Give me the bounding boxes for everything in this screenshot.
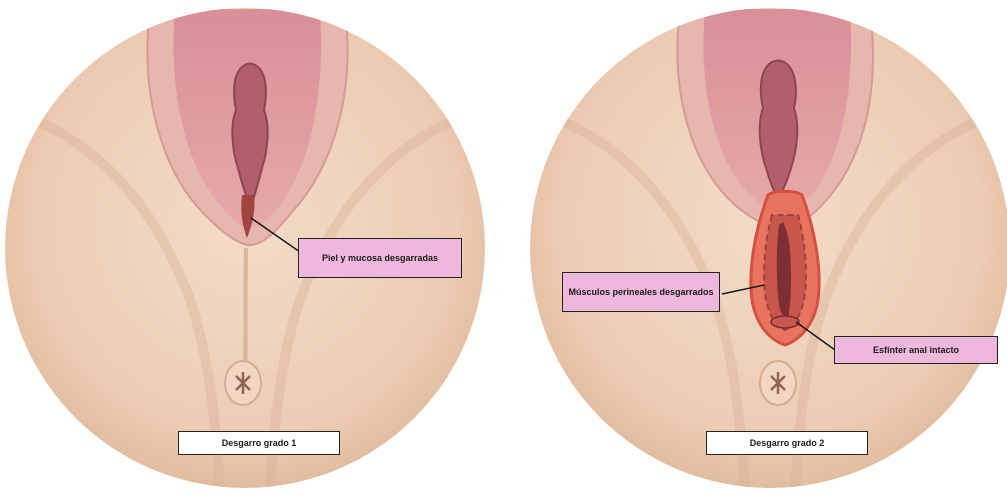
grade2-caption: Desgarro grado 2 bbox=[706, 431, 868, 455]
grade1-caption-text: Desgarro grado 1 bbox=[222, 438, 297, 449]
tear-label: Piel y mucosa desgarradas bbox=[298, 238, 462, 278]
grade2-illustration bbox=[530, 8, 1007, 491]
anal-sphincter bbox=[771, 316, 799, 328]
sphincter-label: Esfínter anal intacto bbox=[834, 336, 998, 364]
muscles-label: Músculos perineales desgarrados bbox=[562, 272, 720, 312]
tear-label-text: Piel y mucosa desgarradas bbox=[322, 253, 438, 264]
sphincter-label-text: Esfínter anal intacto bbox=[873, 345, 959, 356]
grade1-caption: Desgarro grado 1 bbox=[178, 431, 340, 455]
grade2-caption-text: Desgarro grado 2 bbox=[750, 438, 825, 449]
muscles-label-text: Músculos perineales desgarrados bbox=[568, 287, 713, 298]
